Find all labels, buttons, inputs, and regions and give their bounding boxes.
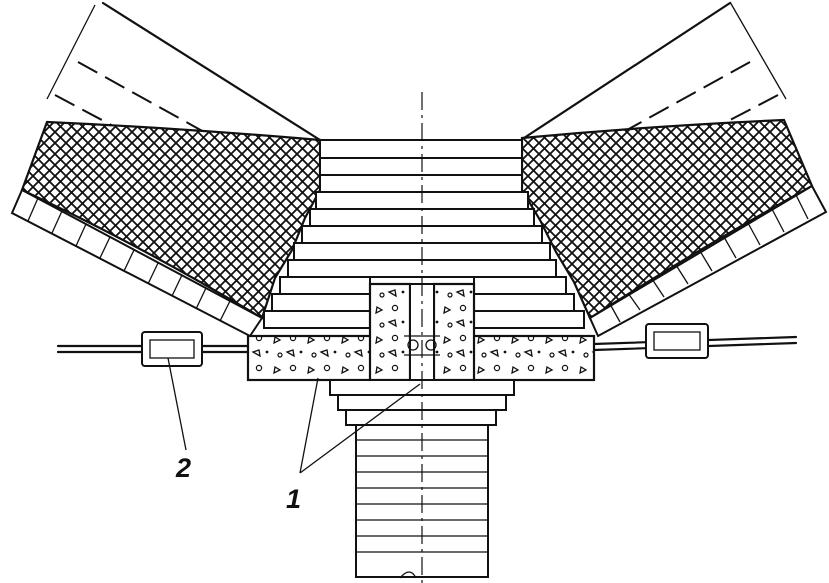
left-turnbuckle bbox=[141, 331, 203, 367]
right-concrete-block bbox=[432, 282, 476, 382]
left-insulation-fill bbox=[20, 120, 322, 320]
brick-course bbox=[473, 293, 575, 312]
right-brick-band bbox=[588, 184, 828, 338]
joint-anchor bbox=[407, 339, 419, 351]
tie-rods bbox=[56, 323, 798, 367]
brick-course bbox=[319, 139, 523, 159]
brick-course bbox=[271, 293, 371, 312]
callout-1-leader bbox=[299, 377, 421, 474]
sloped-brick-bands bbox=[10, 184, 828, 338]
brick-course bbox=[279, 276, 371, 295]
left-concrete-block bbox=[368, 282, 412, 382]
left-top-edge-line bbox=[46, 4, 96, 100]
callout-2-leader bbox=[167, 357, 187, 451]
callout-2-label: 2 bbox=[175, 453, 191, 483]
joint-anchor bbox=[425, 339, 437, 351]
right-insulation-fill bbox=[520, 118, 814, 320]
insulation bbox=[20, 118, 814, 320]
left-brick-joints bbox=[27, 197, 231, 322]
left-turnbuckle-inner bbox=[149, 339, 195, 359]
brick-course bbox=[319, 157, 523, 176]
right-brick-joints bbox=[609, 194, 809, 323]
column-break-line bbox=[399, 571, 417, 579]
left-dashed-line bbox=[77, 61, 306, 189]
brick-course bbox=[263, 310, 371, 329]
right-turnbuckle bbox=[645, 323, 709, 359]
right-top-edge-line bbox=[729, 1, 787, 100]
callout-1-label: 1 bbox=[286, 484, 301, 514]
callouts: 1 2 bbox=[167, 357, 421, 514]
brick-course bbox=[473, 276, 567, 295]
concrete-elements bbox=[246, 282, 596, 382]
right-upper-outline bbox=[522, 1, 732, 140]
right-turnbuckle-inner bbox=[653, 331, 701, 351]
left-upper-outline bbox=[101, 1, 322, 142]
brick-course bbox=[319, 174, 523, 193]
brick-course bbox=[473, 310, 585, 329]
